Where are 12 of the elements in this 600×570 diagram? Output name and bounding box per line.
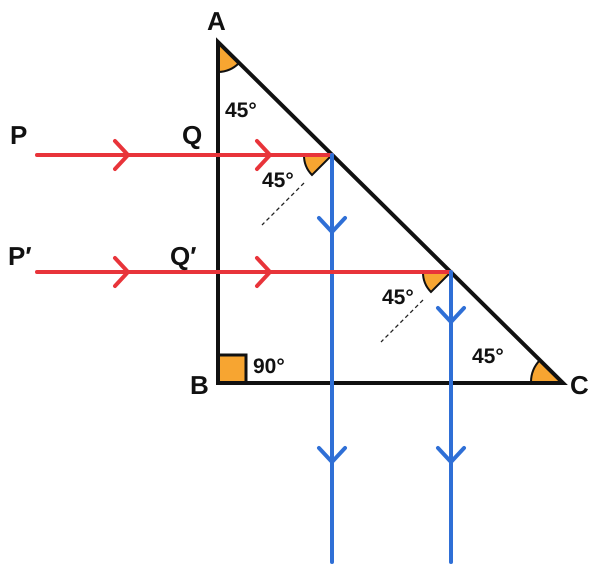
point-label: Q <box>182 122 202 148</box>
angle-label: 45° <box>225 100 257 121</box>
point-label: A <box>207 8 226 34</box>
point-label: P <box>10 122 28 148</box>
angle-label: 90° <box>253 356 285 377</box>
point-label: B <box>190 372 209 398</box>
point-label: C <box>570 372 589 398</box>
angle-label: 45° <box>472 346 504 367</box>
angle-label: 45° <box>382 287 414 308</box>
point-label: Q′ <box>170 243 196 269</box>
angle-label: 45° <box>262 170 294 191</box>
point-label: P′ <box>8 243 32 269</box>
